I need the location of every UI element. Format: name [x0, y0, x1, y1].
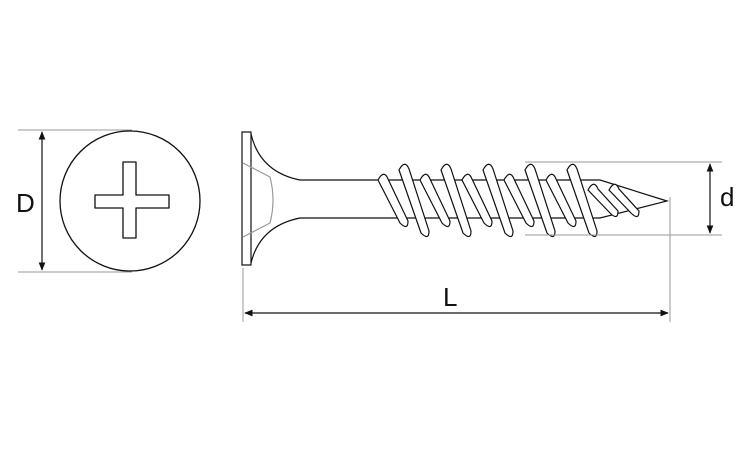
thread-loop: [482, 163, 514, 238]
label-head-diameter: D: [16, 188, 35, 218]
thread-loop: [440, 163, 472, 238]
label-length: L: [443, 282, 458, 312]
screw-side-view: [241, 131, 670, 266]
thread-loop: [587, 183, 619, 218]
label-thread-diameter: d: [720, 182, 735, 212]
thread-loop: [377, 173, 409, 228]
thread-loop: [608, 183, 640, 218]
head-top-view: [18, 129, 201, 273]
thread-loop: [545, 173, 577, 228]
dimension-lines: [242, 161, 722, 322]
thread-loop: [503, 173, 535, 228]
thread-loop: [419, 173, 451, 228]
phillips-cross-icon: [94, 161, 170, 239]
thread-loop: [461, 173, 493, 228]
thread-loop: [398, 163, 430, 238]
